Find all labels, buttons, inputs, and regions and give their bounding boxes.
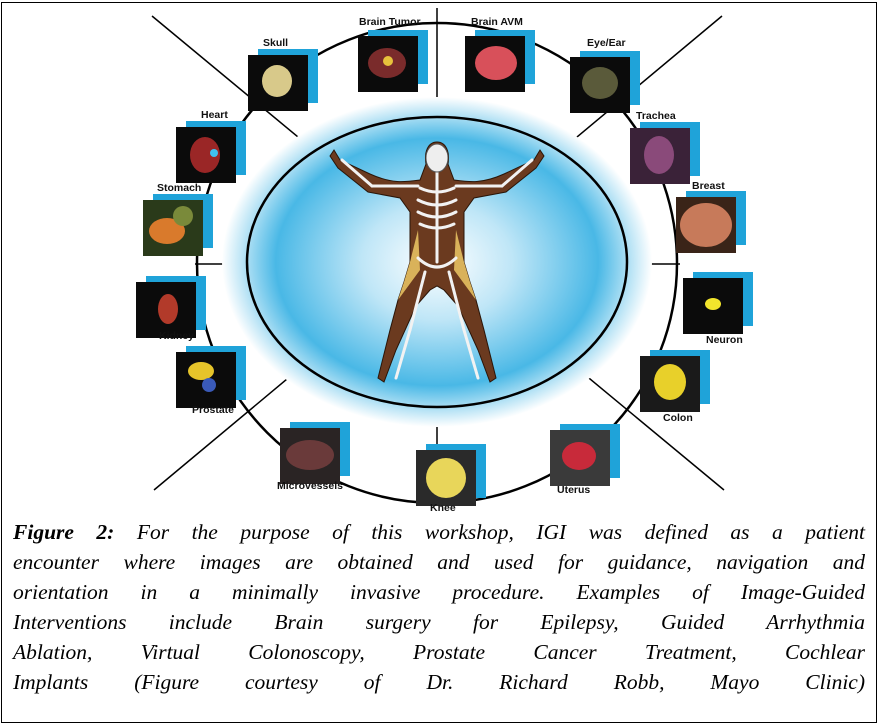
figure-label: Figure 2: xyxy=(13,520,114,544)
stomach-label: Stomach xyxy=(157,182,201,194)
trachea-tile xyxy=(630,128,692,186)
brain-avm-label: Brain AVM xyxy=(471,16,523,28)
prostate-tile xyxy=(176,352,238,410)
breast-label: Breast xyxy=(692,180,725,192)
brain-tumor-tile xyxy=(358,36,420,94)
skull-label: Skull xyxy=(263,37,288,49)
neuron-tile xyxy=(683,278,745,336)
colon-tile xyxy=(640,356,702,414)
brain-tumor-label: Brain Tumor xyxy=(359,16,421,28)
stomach-tile xyxy=(143,200,205,258)
prostate-label: Prostate xyxy=(192,404,234,416)
knee-tile xyxy=(416,450,478,508)
neuron-label: Neuron xyxy=(706,334,743,346)
skull-tile xyxy=(248,55,310,113)
colon-label: Colon xyxy=(663,412,693,424)
eye-ear-label: Eye/Ear xyxy=(587,37,626,49)
uterus-tile xyxy=(550,430,612,488)
caption-line-1: Figure 2: For the purpose of this worksh… xyxy=(13,517,865,547)
uterus-label: Uterus xyxy=(557,484,590,496)
caption-line-6: Implants (Figure courtesy of Dr. Richard… xyxy=(13,667,865,697)
knee-label: Knee xyxy=(430,502,456,514)
caption-line-3: orientation in a minimally invasive proc… xyxy=(13,577,865,607)
trachea-label: Trachea xyxy=(636,110,676,122)
figure-caption: Figure 2: For the purpose of this worksh… xyxy=(13,517,865,697)
caption-text-1: For the purpose of this workshop, IGI wa… xyxy=(137,520,865,544)
caption-line-4: Interventions include Brain surgery for … xyxy=(13,607,865,637)
heart-label: Heart xyxy=(201,109,228,121)
eye-ear-tile xyxy=(570,57,632,115)
breast-tile xyxy=(676,197,738,255)
heart-tile xyxy=(176,127,238,185)
caption-line-5: Ablation, Virtual Colonoscopy, Prostate … xyxy=(13,637,865,667)
microvessels-tile xyxy=(280,428,342,486)
igi-diagram xyxy=(0,0,880,505)
kidney-label: Kidney xyxy=(159,330,194,342)
microvessels-label: Microvessels xyxy=(277,480,343,492)
brain-avm-tile xyxy=(465,36,527,94)
caption-line-2: encounter where images are obtained and … xyxy=(13,547,865,577)
